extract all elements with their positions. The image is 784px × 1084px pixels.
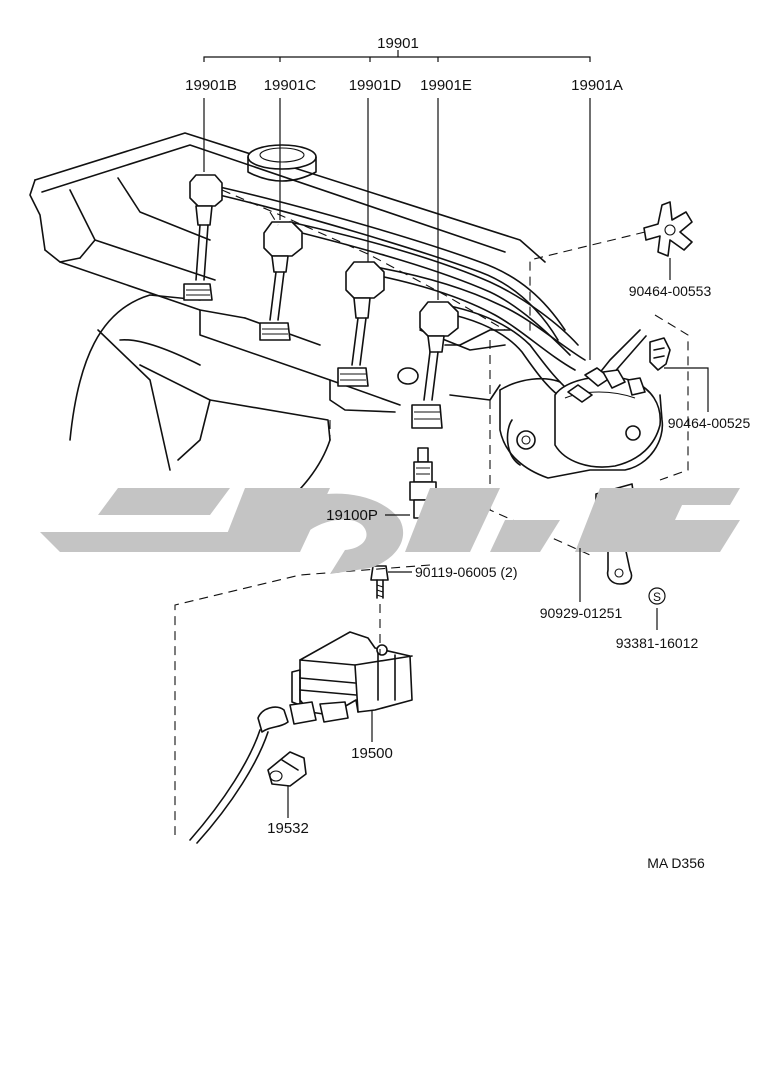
label-19901: 19901 [377,35,419,52]
label-19901b: 19901B [185,77,237,94]
label-19532: 19532 [267,820,309,837]
part-labels: 19901 19901B 19901C 19901D 19901E 19901A… [185,35,750,871]
label-19901d: 19901D [349,77,402,94]
drawing-code: MA D356 [647,855,705,871]
spark-plug-cord-d[interactable] [337,261,385,387]
leader-lines [203,50,709,818]
ht-cord-bundle [214,185,647,403]
distributor [499,367,664,479]
label-19100p: 19100P [326,507,378,524]
ignition-coil[interactable] [289,631,413,725]
label-90464-00553: 90464-00553 [629,283,712,299]
engine-outline [29,132,546,511]
spark-plug-cord-b[interactable] [183,174,223,301]
coil-lead [189,706,289,844]
watermark-logo [40,488,740,574]
label-19901c: 19901C [264,77,317,94]
label-90464-00525: 90464-00525 [668,415,751,431]
coil-bolt[interactable] [370,565,389,599]
dashed-boundaries [174,189,689,835]
spark-plug-cord-c[interactable] [259,221,303,341]
label-90929-01251: 90929-01251 [540,605,623,621]
label-93381-16012: 93381-16012 [616,635,699,651]
cord-clamp-upper[interactable] [643,201,693,257]
label-19500: 19500 [351,745,393,762]
cord-clamp-lower[interactable] [649,337,671,371]
screw-marker: S [653,590,661,604]
label-90119-06005: 90119-06005 (2) [415,564,517,580]
spark-plug-cord-e[interactable] [397,301,459,429]
label-19901e: 19901E [420,77,472,94]
coil-cap[interactable] [267,751,307,787]
label-19901a: 19901A [571,77,623,94]
